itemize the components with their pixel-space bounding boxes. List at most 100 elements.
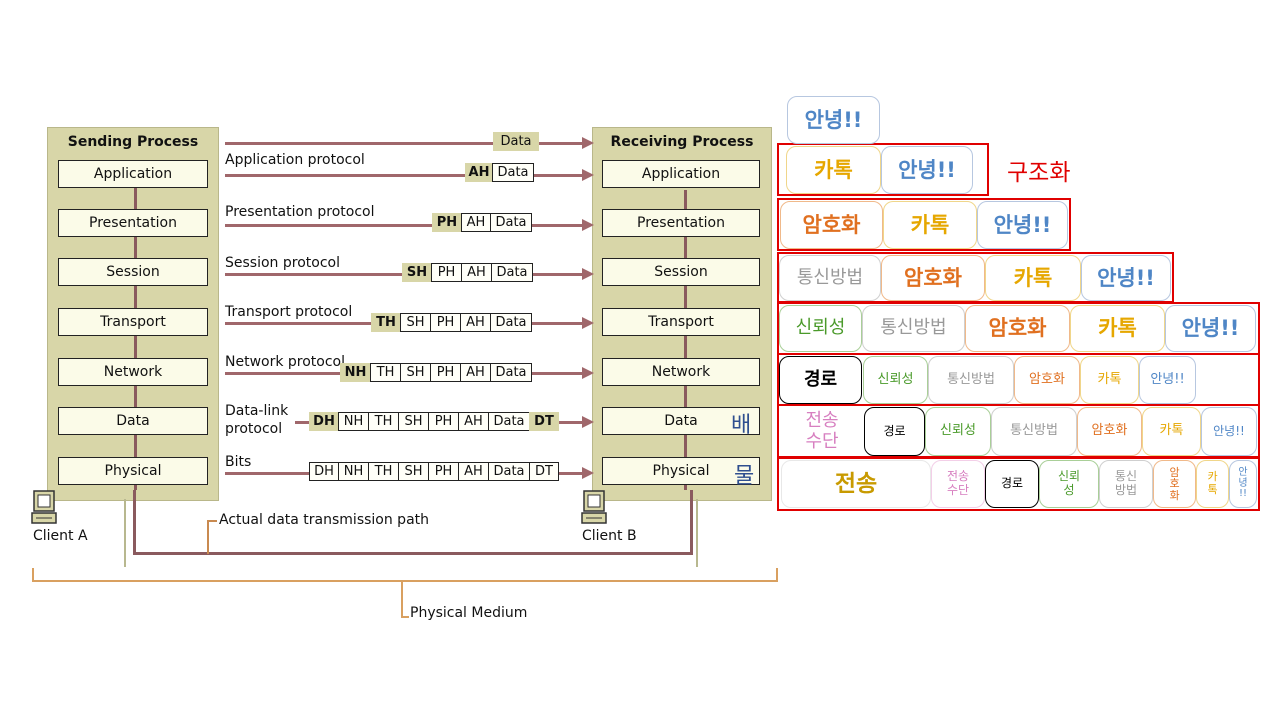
recv-layer-data: Data	[602, 407, 760, 435]
medium-line-b	[696, 499, 698, 567]
transmission-media-box: 전송 수단	[781, 407, 863, 456]
reliability-box: 신뢰성	[863, 356, 928, 404]
session-protocol-label: Session protocol	[225, 255, 340, 271]
comm-method-box: 통신 방법	[1099, 460, 1153, 508]
reliability-line-2: 성	[1063, 483, 1075, 497]
encrypt-box: 암호화	[780, 201, 883, 249]
datalink-pdu: DH NH TH SH PH AH Data DT	[309, 412, 559, 431]
comm-line-2: 방법	[1114, 483, 1138, 497]
reliability-box: 신뢰성	[779, 305, 862, 352]
bits-label: Bits	[225, 454, 252, 470]
th-cell: TH	[370, 363, 401, 382]
ph-cell: PH	[428, 462, 459, 481]
data-cell: Data	[492, 163, 534, 182]
ph-cell: PH	[430, 363, 461, 382]
media-line-2: 수단	[946, 483, 970, 497]
sh-cell: SH	[400, 313, 431, 332]
presentation-arrow-line	[225, 224, 583, 227]
ah-cell: AH	[460, 313, 491, 332]
th-cell: TH	[368, 462, 399, 481]
presentation-pdu: PH AH Data	[432, 213, 532, 232]
comm-method-box: 통신방법	[862, 305, 965, 352]
ah-cell: AH	[461, 263, 492, 282]
nh-cell: NH	[338, 412, 369, 431]
top-data-arrow-head-icon	[582, 137, 594, 149]
sh-cell: SH	[400, 363, 431, 382]
frame-row-7	[777, 457, 1260, 511]
presentation-protocol-label: Presentation protocol	[225, 204, 375, 220]
frame-row-2	[777, 198, 1071, 251]
katalk-box: 카톡	[1142, 407, 1201, 456]
ph-header: PH	[432, 213, 462, 232]
sh-cell: SH	[398, 462, 429, 481]
media-line-2: 수단	[805, 430, 839, 452]
comm-method-box: 통신방법	[779, 255, 881, 301]
recv-layer-physical: Physical	[602, 457, 760, 485]
data-cell: Data	[490, 363, 532, 382]
send-layer-application: Application	[58, 160, 208, 188]
recv-layer-application: Application	[602, 160, 760, 188]
sending-process-title: Sending Process	[67, 134, 199, 150]
hello-line-3: !!	[1238, 488, 1248, 500]
nh-header: NH	[340, 363, 371, 382]
application-arrow-line	[225, 174, 583, 177]
katalk-line-2: 톡	[1207, 483, 1218, 496]
client-a-label: Client A	[33, 528, 88, 544]
ph-cell: PH	[430, 313, 461, 332]
hello-box: 안녕!!	[977, 201, 1068, 249]
path-label-bracket	[207, 520, 217, 554]
network-arrow-head-icon	[582, 367, 594, 379]
dt-cell: DT	[529, 462, 559, 481]
katalk-box: 카톡	[1080, 356, 1139, 404]
data-cell: Data	[490, 313, 532, 332]
ah-cell: AH	[458, 412, 489, 431]
encrypt-box: 암호화	[965, 305, 1070, 352]
ph-cell: PH	[428, 412, 459, 431]
transport-pdu: TH SH PH AH Data	[371, 313, 532, 332]
katalk-box: 카톡	[883, 201, 977, 249]
structuring-label: 구조화	[1007, 160, 1071, 186]
comm-method-box: 통신방법	[928, 356, 1014, 404]
sh-header: SH	[402, 263, 432, 282]
frame-row-1	[777, 143, 989, 196]
hello-box: 안녕!!	[1201, 407, 1257, 456]
send-layer-transport: Transport	[58, 308, 208, 336]
dt-trailer: DT	[529, 412, 559, 431]
computer-icon	[31, 490, 57, 524]
physical-medium-label: Physical Medium	[410, 605, 528, 621]
encrypt-box: 암호화	[1014, 356, 1080, 404]
reliability-box: 신뢰성	[925, 407, 991, 456]
application-arrow-head-icon	[582, 169, 594, 181]
comm-method-box: 통신방법	[991, 407, 1077, 456]
encrypt-line-2: 호	[1169, 477, 1180, 491]
hello-line-2: 녕	[1238, 477, 1248, 489]
application-protocol-label: Application protocol	[225, 152, 365, 168]
recv-layer-network: Network	[602, 358, 760, 386]
receiving-stack-rod	[684, 190, 687, 490]
media-line-1: 전송	[946, 469, 970, 484]
top-data-pdu: Data	[493, 132, 539, 151]
encrypt-box: 암호화	[881, 255, 985, 301]
hello-box: 안녕!!	[1081, 255, 1171, 301]
th-header: TH	[371, 313, 401, 332]
receiving-process-title: Receiving Process	[610, 134, 754, 150]
presentation-arrow-head-icon	[582, 219, 594, 231]
data-cell: Data	[488, 462, 530, 481]
reliability-box: 신뢰 성	[1039, 460, 1099, 508]
side-label-mul: 물	[734, 464, 755, 489]
send-layer-data: Data	[58, 407, 208, 435]
network-pdu: NH TH SH PH AH Data	[340, 363, 532, 382]
transmission-path	[133, 490, 693, 555]
ah-cell: AH	[458, 462, 489, 481]
hello-box: 안녕!!	[1165, 305, 1256, 352]
ah-cell: AH	[461, 213, 491, 232]
recv-layer-transport: Transport	[602, 308, 760, 336]
encrypt-line-1: 암	[1169, 465, 1180, 479]
session-pdu: SH PH AH Data	[402, 263, 533, 282]
hello-box: 안녕!!	[1139, 356, 1196, 404]
hello-box: 안녕!!	[881, 146, 973, 194]
transmission-media-box: 전송 수단	[931, 460, 985, 508]
nh-cell: NH	[338, 462, 369, 481]
hello-box: 안녕!!	[787, 96, 880, 144]
encrypt-box: 암 호 화	[1153, 460, 1196, 508]
